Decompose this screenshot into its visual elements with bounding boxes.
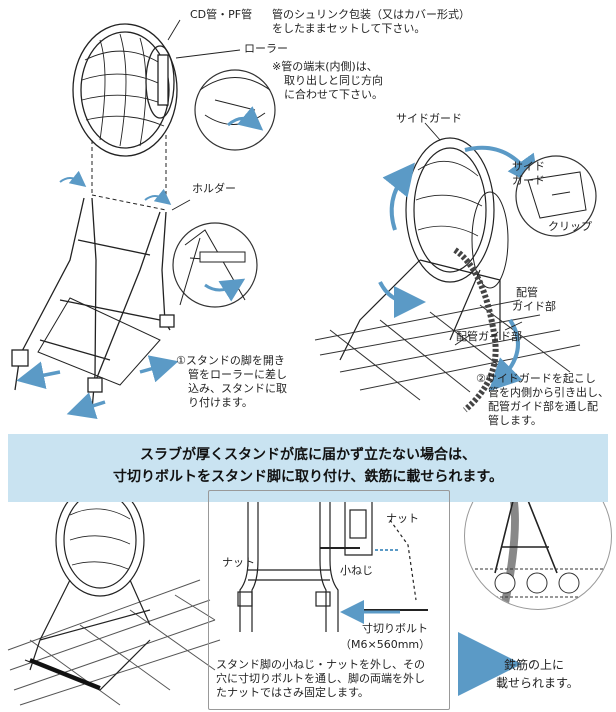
step1-line-1: ①スタンドの脚を開き xyxy=(176,354,285,367)
step2-line-2: 管を内側から引き出し、 xyxy=(488,386,609,399)
label-pipe-guide-a-1: 配管 xyxy=(516,286,538,299)
result-line-1: 鉄筋の上に xyxy=(504,658,565,672)
label-pipe-guide-a-2: ガイド部 xyxy=(512,300,556,313)
holder-detail-circle xyxy=(172,222,258,308)
side-guard-detail-circle xyxy=(515,155,597,237)
step1-line-3: 込み、スタンドに取 xyxy=(188,382,287,395)
panel3-drawing xyxy=(7,483,221,706)
label-end-note-1: ※管の端末(内側)は、 xyxy=(272,60,378,73)
label-shrink-note-2: をしたままセットして下さい。 xyxy=(272,22,426,35)
label-pipe-guide-b: 配管ガイド部 xyxy=(456,330,522,343)
label-shrink-note-1: 管のシュリンク包装（又はカバー形式） xyxy=(272,8,470,21)
panel1-drawing xyxy=(11,19,241,420)
roller-detail-circle xyxy=(194,69,276,151)
label-holder: ホルダー xyxy=(192,182,236,195)
label-bolt-2: （M6×560mm） xyxy=(340,638,431,651)
bolt-detail-panel xyxy=(208,490,450,710)
result-line-2: 載せられます。 xyxy=(496,676,579,690)
label-clip: クリップ xyxy=(548,220,592,233)
label-nut-right: ナット xyxy=(386,512,419,525)
step2-line-1: ②サイドガードを起こし xyxy=(476,372,596,385)
step1-line-4: り付けます。 xyxy=(188,396,253,409)
panel2-drawing xyxy=(314,122,581,413)
instr-line-3: たナットではさみ固定します。 xyxy=(216,686,369,699)
step2-line-4: 管します。 xyxy=(488,414,542,427)
instr-line-1: スタンド脚の小ねじ・ナットを外し、その xyxy=(216,658,425,671)
banner-line-1: スラブが厚くスタンドが底に届かず立たない場合は、 xyxy=(140,447,476,463)
label-roller: ローラー xyxy=(244,42,288,55)
label-nut-left: ナット xyxy=(222,556,255,569)
step2-line-3: 配管ガイド部を通し配 xyxy=(488,400,598,413)
label-end-note-3: に合わせて下さい。 xyxy=(284,88,383,101)
label-cd-pf-pipe: CD管・PF管 xyxy=(190,8,253,21)
label-side-guard: サイドガード xyxy=(396,112,462,125)
label-side-guard-small-1: サイド xyxy=(512,160,545,173)
label-side-guard-small-2: ガード xyxy=(512,174,545,187)
label-bolt-1: 寸切りボルト xyxy=(362,622,428,635)
label-end-note-2: 取り出しと同じ方向 xyxy=(284,74,383,87)
label-small-screw: 小ねじ xyxy=(340,564,373,577)
instr-line-2: 穴に寸切りボルトを通し、脚の両端を外し xyxy=(216,672,425,685)
banner-line-2: 寸切りボルトをスタンド脚に取り付け、鉄筋に載せられます。 xyxy=(113,469,503,485)
pipe-coil-1 xyxy=(72,23,178,157)
step1-line-2: 管をローラーに差し xyxy=(188,368,287,381)
